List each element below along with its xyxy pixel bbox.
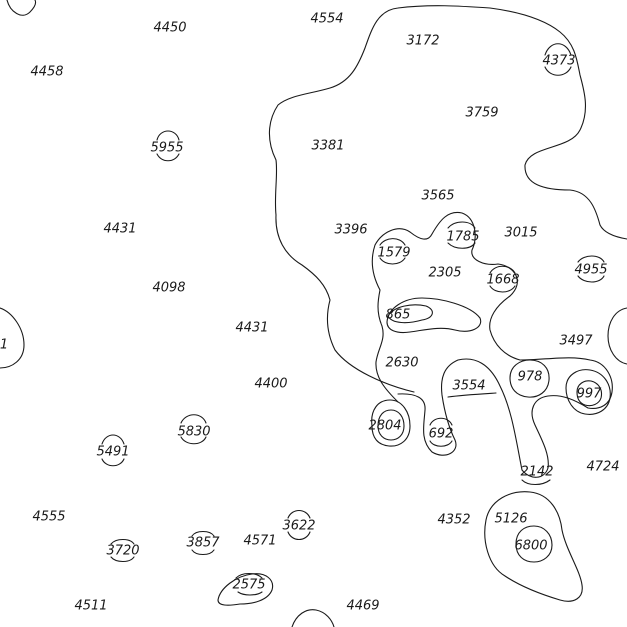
tick-arc bbox=[237, 591, 263, 596]
tick-arc bbox=[447, 392, 497, 398]
elevation-label: 3015 bbox=[504, 226, 537, 241]
tick-arc bbox=[379, 238, 406, 246]
tick-arc bbox=[156, 130, 180, 141]
tick-arc bbox=[191, 530, 215, 537]
tick-arc bbox=[235, 572, 263, 579]
tick-arc bbox=[379, 257, 406, 265]
elevation-label: 3172 bbox=[406, 34, 439, 49]
elevation-label: 978 bbox=[518, 370, 543, 385]
elevation-label: 3759 bbox=[465, 106, 498, 121]
elevation-label: 3381 bbox=[311, 139, 344, 154]
elevation-label: 4458 bbox=[30, 65, 63, 80]
elevation-label: 4724 bbox=[586, 460, 619, 475]
elevation-label: 2142 bbox=[520, 465, 553, 480]
elevation-label: 2804 bbox=[368, 419, 401, 434]
tick-arc bbox=[180, 414, 207, 424]
elevation-label: 4554 bbox=[310, 12, 343, 27]
elevation-label: 865 bbox=[386, 308, 411, 323]
spot-height-arcs bbox=[101, 43, 605, 596]
contour-line bbox=[509, 359, 550, 398]
contour-line bbox=[6, 0, 37, 16]
elevation-label: 2630 bbox=[385, 356, 418, 371]
elevation-label: 1785 bbox=[446, 230, 479, 245]
elevation-label: 692 bbox=[429, 427, 454, 442]
tick-arc bbox=[577, 255, 605, 263]
elevation-label: 4431 bbox=[103, 222, 136, 237]
elevation-label: 2305 bbox=[428, 266, 461, 281]
contour-line bbox=[0, 307, 25, 369]
tick-arc bbox=[191, 549, 215, 556]
elevation-label: 3396 bbox=[334, 223, 367, 238]
elevation-label: 1 bbox=[0, 338, 8, 353]
elevation-label: 3857 bbox=[186, 536, 220, 551]
tick-arc bbox=[180, 436, 207, 445]
contour-line bbox=[268, 5, 627, 393]
tick-arc bbox=[489, 285, 516, 293]
contour-line bbox=[217, 573, 274, 606]
elevation-label: 3554 bbox=[452, 379, 485, 394]
contour-line bbox=[291, 609, 335, 627]
elevation-label: 3497 bbox=[559, 334, 593, 349]
contour-line bbox=[371, 211, 613, 478]
elevation-label: 4511 bbox=[74, 599, 107, 614]
elevation-label: 3720 bbox=[106, 544, 139, 559]
elevation-label: 3565 bbox=[421, 189, 454, 204]
elevation-label: 6800 bbox=[514, 539, 547, 554]
elevation-label: 5491 bbox=[96, 445, 129, 460]
tick-arc bbox=[101, 434, 125, 445]
elevation-label: 1579 bbox=[377, 246, 410, 261]
contour-line bbox=[576, 380, 603, 407]
tick-arc bbox=[544, 66, 572, 76]
contour-line bbox=[371, 399, 411, 447]
tick-arc bbox=[489, 265, 516, 274]
elevation-label: 4431 bbox=[235, 321, 268, 336]
tick-arc bbox=[287, 509, 311, 519]
contour-line bbox=[386, 297, 482, 334]
elevation-label: 4450 bbox=[153, 21, 186, 36]
elevation-label: 997 bbox=[577, 387, 603, 402]
tick-arc bbox=[577, 275, 605, 283]
elevation-label: 4469 bbox=[346, 599, 379, 614]
tick-arc bbox=[429, 440, 453, 447]
contour-line bbox=[377, 409, 405, 441]
elevation-label: 5126 bbox=[494, 512, 527, 527]
elevation-label: 5830 bbox=[177, 425, 210, 440]
tick-arc bbox=[544, 43, 572, 56]
tick-arc bbox=[110, 538, 135, 545]
elevation-label: 1668 bbox=[486, 273, 519, 288]
contour-line bbox=[387, 304, 433, 324]
elevation-label: 4373 bbox=[542, 54, 575, 69]
elevation-label: 4098 bbox=[152, 281, 185, 296]
contour-line bbox=[565, 369, 611, 415]
elevation-label: 4555 bbox=[32, 510, 65, 525]
elevation-label: 2575 bbox=[232, 578, 265, 593]
tick-arc bbox=[156, 153, 180, 162]
elevation-label: 4571 bbox=[243, 534, 276, 549]
tick-arc bbox=[101, 458, 125, 467]
tick-arc bbox=[447, 242, 476, 249]
elevation-label: 4400 bbox=[254, 377, 287, 392]
tick-arc bbox=[447, 221, 476, 229]
contour-line bbox=[607, 307, 627, 365]
tick-arc bbox=[110, 556, 135, 563]
elevation-label: 4955 bbox=[574, 263, 607, 278]
elevation-label: 5955 bbox=[150, 141, 183, 156]
contour-line bbox=[484, 491, 583, 602]
elevation-labels: 4450 4554 3172 4373 4458 3759 5955 3381 3565 4431… bbox=[0, 12, 620, 614]
tick-arc bbox=[287, 531, 311, 541]
tick-arc bbox=[429, 417, 453, 426]
elevation-label: 4352 bbox=[437, 513, 470, 528]
contour-line bbox=[515, 525, 553, 563]
elevation-label: 3622 bbox=[282, 519, 315, 534]
contour-line bbox=[521, 479, 551, 486]
